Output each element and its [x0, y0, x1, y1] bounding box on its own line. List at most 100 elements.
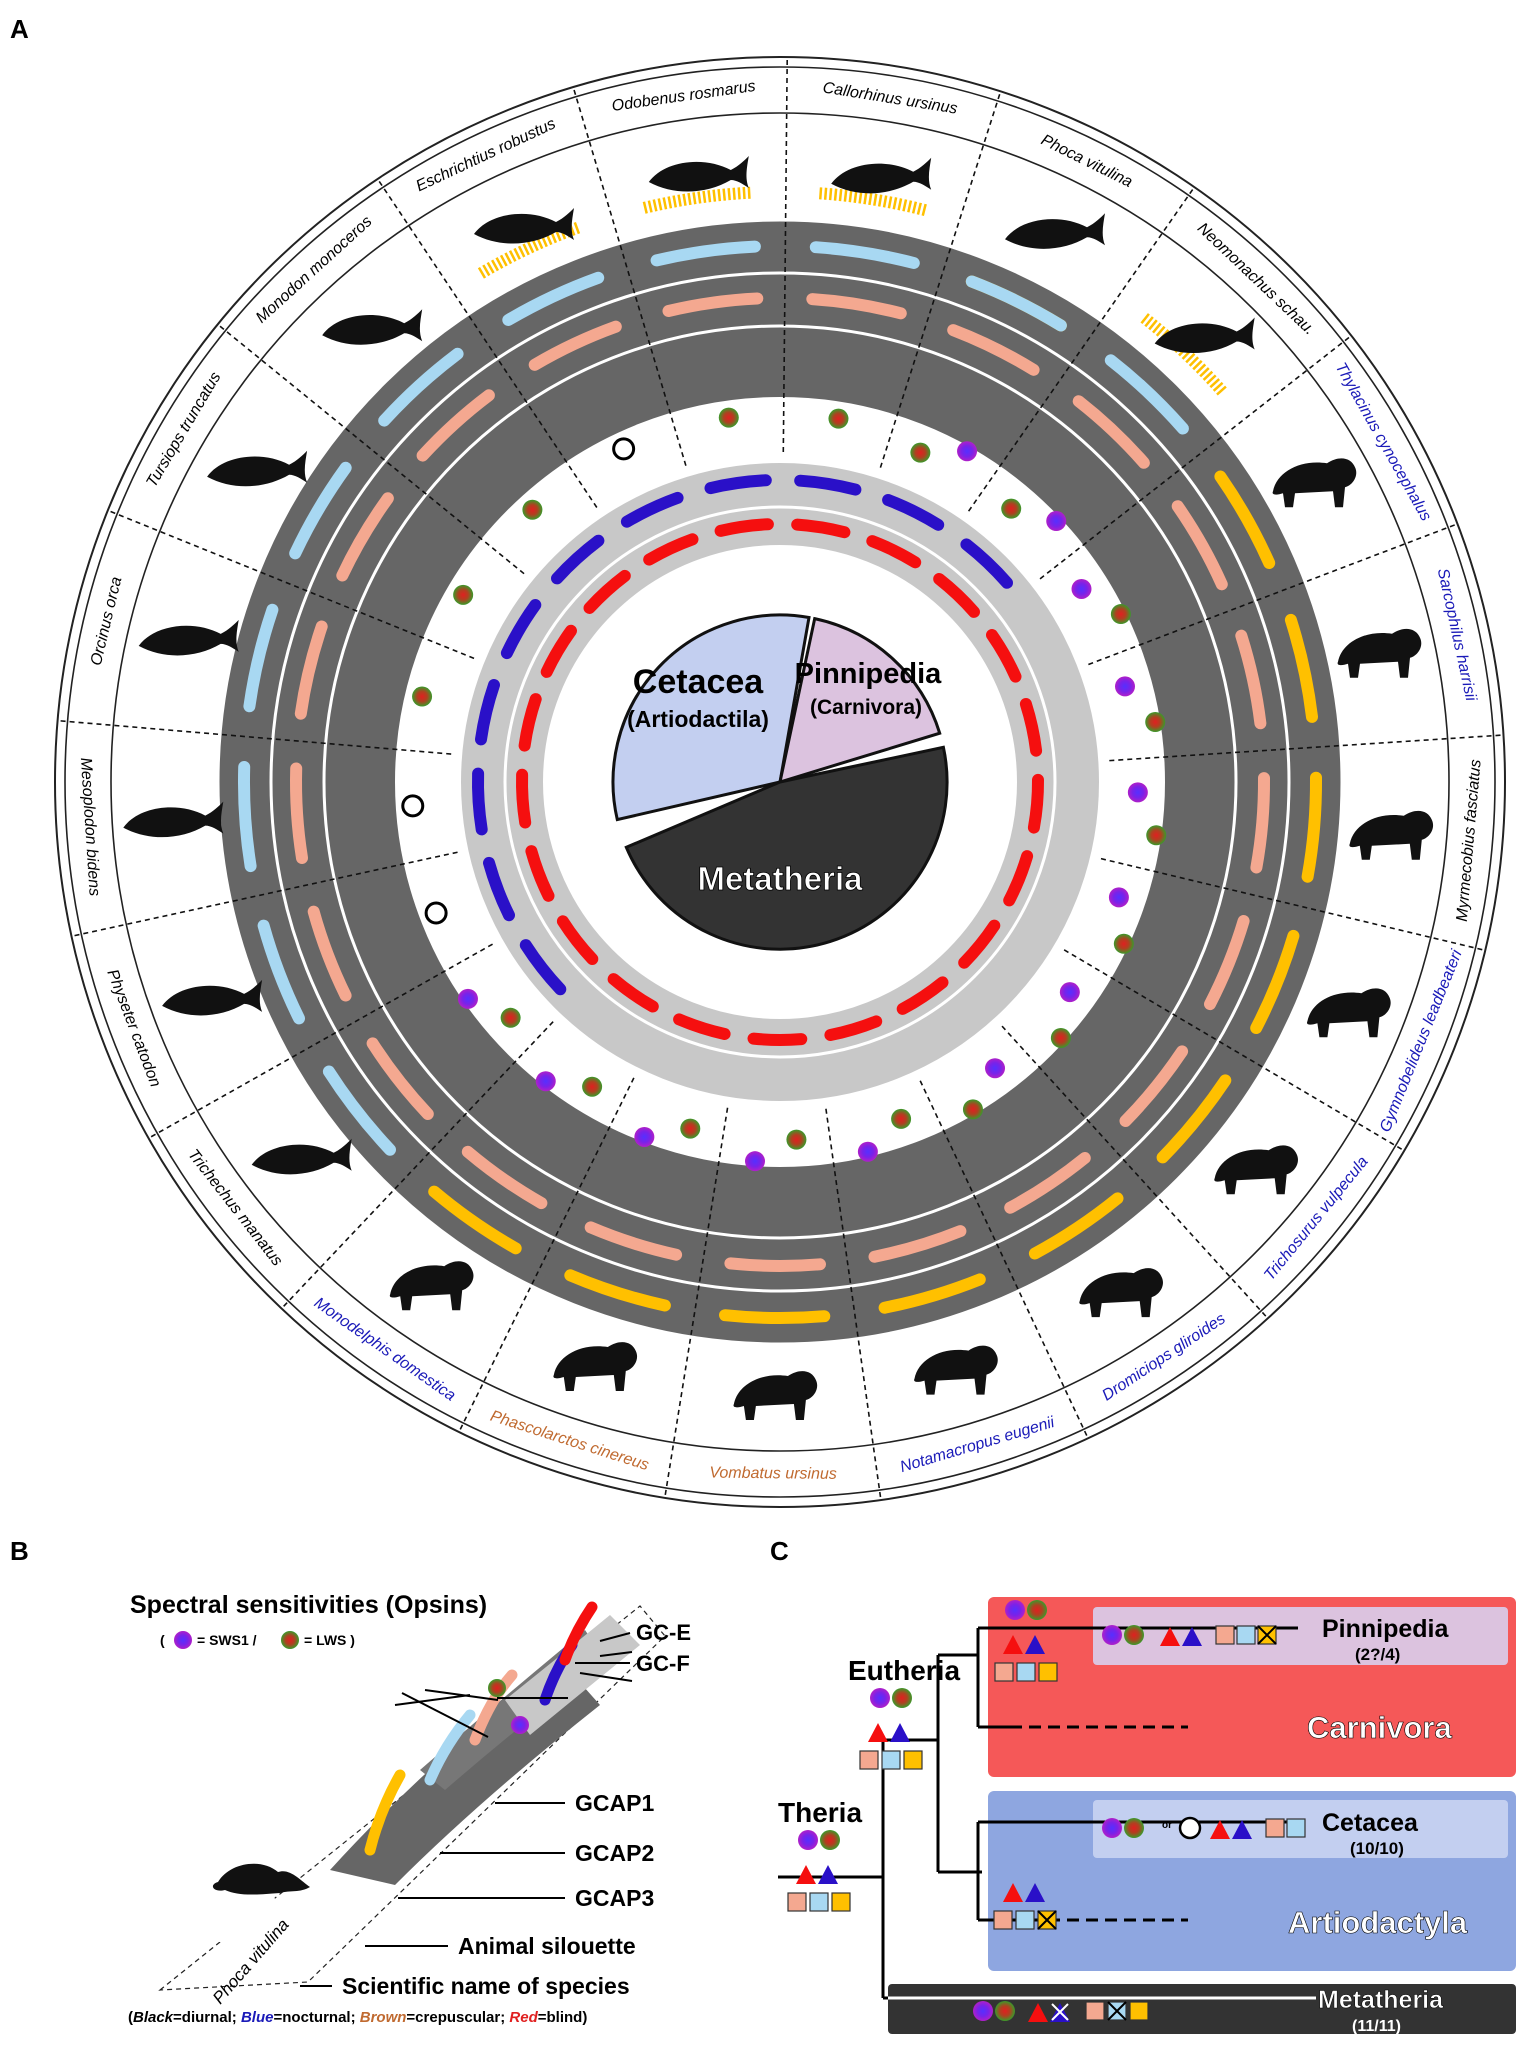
sector-divider [1039, 335, 1352, 580]
pin-gcf [1182, 1627, 1202, 1646]
gcap2-arc [650, 240, 761, 267]
cetacea-label: Cetacea [1322, 1809, 1419, 1837]
pin-sws1 [1102, 1625, 1122, 1645]
dolphin-silhouette [207, 450, 308, 487]
gcap2-arc [322, 1065, 396, 1156]
sector-divider [1100, 857, 1486, 952]
eutheria-gce [868, 1723, 888, 1742]
sws1-opsin-dot [457, 988, 478, 1009]
gcf-arc [620, 491, 684, 528]
lws-opsin-dot [718, 407, 739, 428]
legend-sws1-dot [511, 1716, 529, 1734]
lws-opsin-dot [786, 1129, 807, 1150]
gcf-arc [794, 474, 862, 496]
lws-opsin-dot [522, 499, 543, 520]
gcap3-arc [564, 1269, 671, 1312]
gcap1-arc [290, 762, 308, 864]
gcap1-arc [1204, 915, 1250, 1011]
sws1-opsin-dot [957, 441, 978, 462]
gcap1-arc [1235, 629, 1267, 730]
eutheria-gcf [890, 1723, 910, 1742]
eutheria-sws1 [870, 1688, 890, 1708]
metatheria-label: Metatheria [1318, 1986, 1444, 2014]
pie-pinnipedia-sublabel: (Carnivora) [810, 696, 922, 719]
sws1-opsin-dot [1127, 782, 1148, 803]
gcap1-arc [336, 492, 394, 582]
gce-arc [1027, 773, 1045, 834]
sector-divider [572, 86, 687, 466]
cet-gce [1210, 1820, 1230, 1839]
manatee-silhouette [251, 1138, 352, 1175]
lws-opsin-dot [453, 584, 474, 605]
gcap3-arc [428, 1185, 522, 1255]
gcap1-arc [294, 620, 328, 720]
lws-opsin-dot [412, 686, 433, 707]
pie-pinnipedia-label: Pinnipedia [795, 658, 943, 690]
gcf-arc [472, 767, 488, 836]
theria-lws [820, 1830, 840, 1850]
gcap3-arc [1028, 1192, 1124, 1260]
lws-opsin-dot [1001, 498, 1022, 519]
sws1-opsin-dot [535, 1071, 556, 1092]
monito-silhouette [1079, 1268, 1163, 1318]
gcf-arc [960, 538, 1013, 589]
orca-silhouette [138, 619, 239, 656]
legend-sciname-label: Scientific name of species [342, 1973, 630, 1999]
sws1-opsin-dot [1115, 676, 1136, 697]
gce-arc [583, 569, 631, 614]
theria-gcap3 [831, 1892, 851, 1912]
sector-divider [879, 91, 1002, 468]
gcf-arc [704, 474, 772, 495]
sector-divider [281, 1021, 554, 1310]
gce-arc [643, 533, 699, 566]
gcap3-arc [1156, 1074, 1232, 1164]
gcap2-arc [502, 271, 605, 326]
gcap2-arc [243, 603, 279, 713]
gce-arc [673, 1013, 731, 1040]
met-gcap3 [1129, 2001, 1149, 2021]
sector-divider [57, 719, 452, 755]
gcap2-arc [289, 461, 352, 560]
cetacea-count: (10/10) [1350, 1839, 1404, 1858]
legend-gcap1-label: GCAP1 [575, 1790, 654, 1816]
silhouette-ring-border [110, 112, 1450, 1452]
gce-arc [556, 915, 599, 965]
legend-seal-silhouette [212, 1863, 310, 1895]
cet-gcf [1232, 1820, 1252, 1839]
gce-arc [824, 1015, 883, 1041]
theria-gcf [818, 1865, 838, 1884]
gcf-arc [475, 679, 500, 746]
cet-lws [1124, 1818, 1144, 1838]
gcap1-arc [724, 1257, 826, 1272]
carnivora-node-gcf [1025, 1635, 1045, 1654]
tree-symbols [787, 1600, 1306, 2022]
gce-arc [525, 845, 555, 902]
gcap2-arc [257, 919, 305, 1025]
gce-arc [1019, 698, 1043, 757]
theria-gce [796, 1865, 816, 1884]
gcap3-arc [719, 1309, 831, 1325]
gcap3-arc [1250, 929, 1300, 1034]
gce-arc [791, 518, 851, 539]
wallaby-silhouette [914, 1345, 998, 1395]
monk-seal-silhouette [1154, 317, 1255, 354]
gcap2-arc [809, 241, 920, 269]
legend-lws-text: = LWS ) [304, 1632, 355, 1648]
met-lws [995, 2001, 1015, 2021]
panel-label-b: B [10, 1536, 29, 1566]
eutheria-lws [892, 1688, 912, 1708]
gcap1-arc [366, 1037, 434, 1120]
lws-opsin-dot [582, 1076, 603, 1097]
legend-gcap3-bar [364, 1769, 406, 1856]
gce-arc [714, 518, 774, 537]
sws1-opsin-dot [1108, 887, 1129, 908]
gce-arc [866, 535, 922, 569]
gce-arc [516, 768, 532, 829]
gcap2-arc [378, 347, 464, 427]
gcap1-arc [584, 1221, 683, 1261]
gce-arc [518, 693, 542, 752]
thylacine-silhouette [1272, 458, 1357, 508]
sector-divider [967, 186, 1196, 512]
